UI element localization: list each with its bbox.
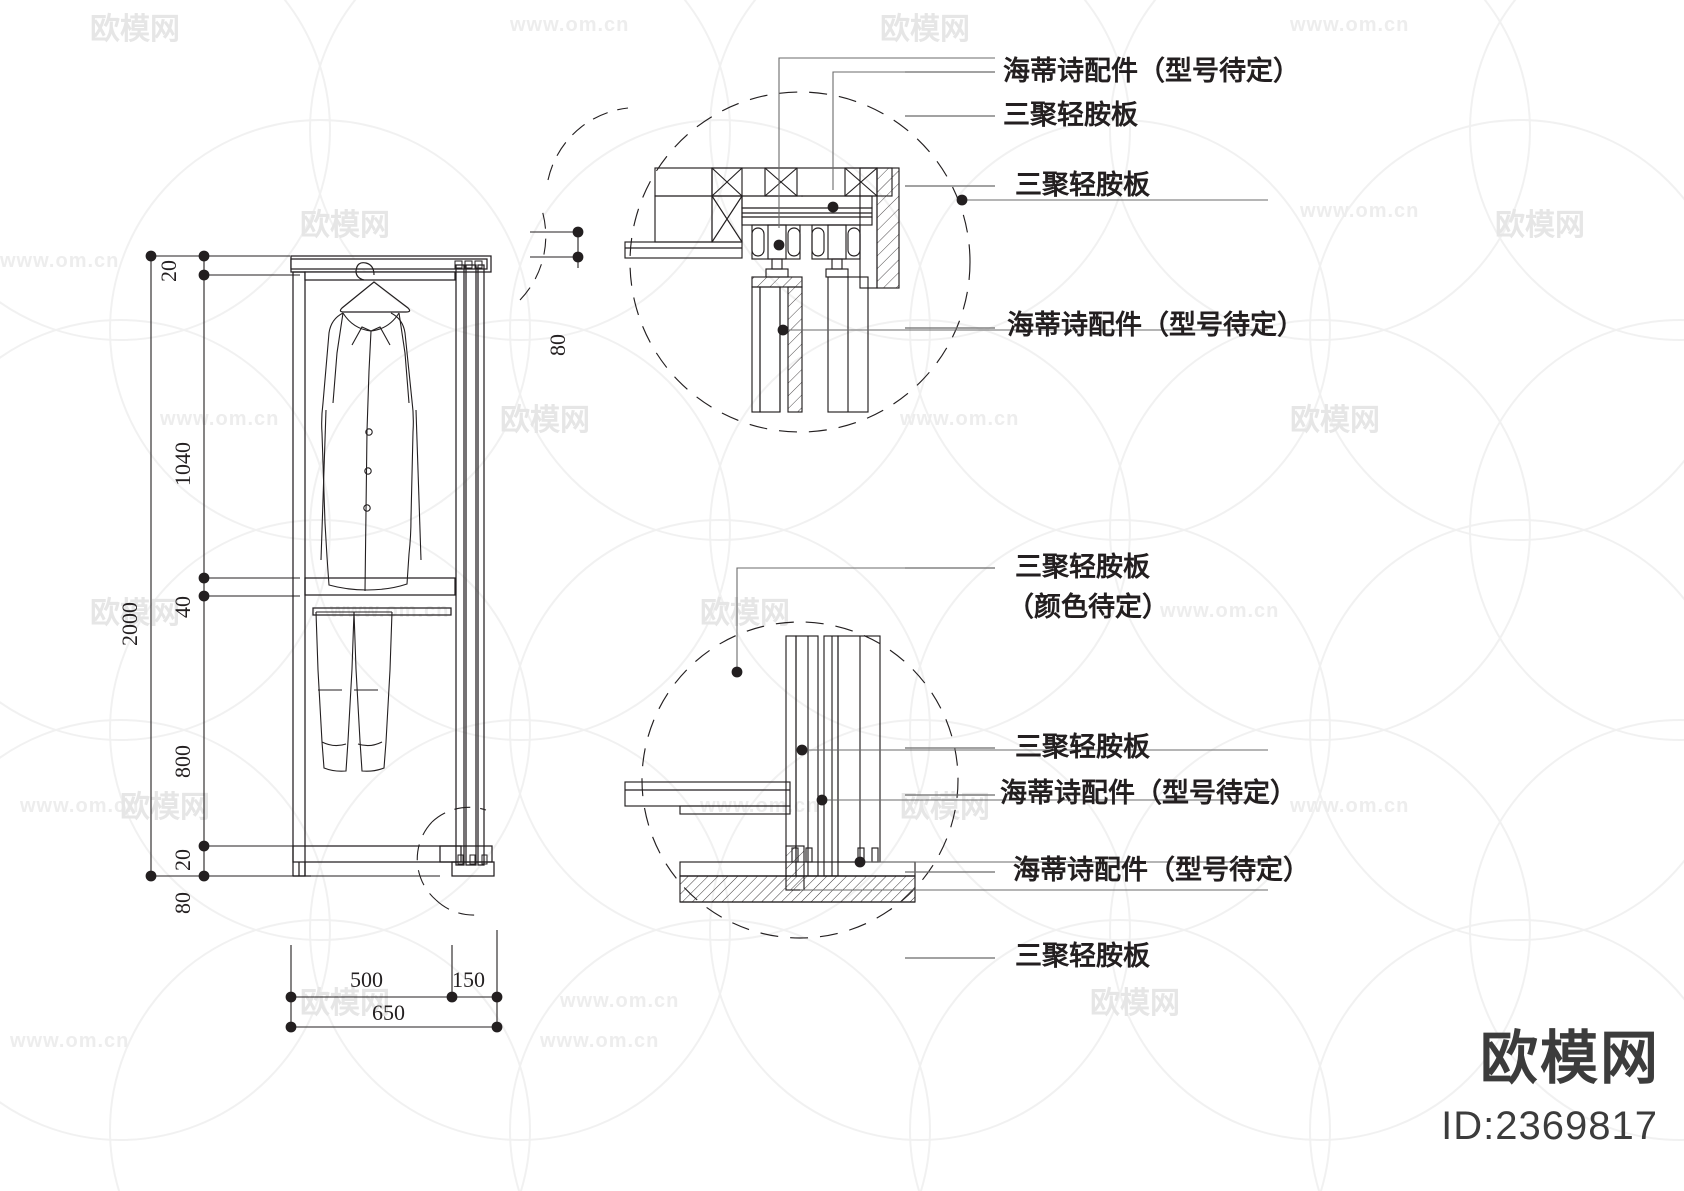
- wardrobe-elevation: [290, 255, 495, 877]
- trousers-illustration: [315, 611, 393, 772]
- dim-vertical-800: 800: [170, 745, 195, 778]
- callout-bottom-2: 三聚轻胺板: [1015, 732, 1150, 763]
- dim-horizontal-500: 500: [350, 967, 383, 992]
- bottom-roller-fittings: [457, 854, 488, 865]
- dim-vertical-1040: 1040: [170, 442, 195, 486]
- detail-bubble-top-leader: [519, 107, 629, 301]
- callout-bottom-3: 海蒂诗配件（型号待定）: [1000, 778, 1297, 809]
- callout-top-1: 海蒂诗配件（型号待定）: [1003, 56, 1300, 87]
- top-detail-dimension-80: [530, 231, 579, 268]
- site-logo: 欧模网: [1479, 1024, 1660, 1092]
- dimension-chain-vertical: [150, 255, 440, 877]
- bottom-detail-label-rules: [905, 567, 995, 959]
- clothes-hanger-icon: [339, 262, 411, 313]
- dim-vertical-80-plinth: 80: [170, 892, 195, 914]
- callout-bottom-4: 海蒂诗配件（型号待定）: [1013, 855, 1310, 886]
- dim-detail-80: 80: [545, 334, 570, 356]
- dim-horizontal-150: 150: [452, 967, 485, 992]
- dim-vertical-2000-total: 2000: [117, 602, 142, 646]
- dim-vertical-40: 40: [170, 596, 195, 618]
- bottom-detail-leaders: [736, 567, 1268, 891]
- dim-vertical-20-bottom: 20: [170, 849, 195, 871]
- callout-bottom-1-line1: 三聚轻胺板: [1015, 552, 1150, 583]
- callout-bottom-1-line2: （颜色待定）: [1007, 592, 1169, 623]
- dim-vertical-20-top: 20: [156, 260, 181, 282]
- callout-bottom-5: 三聚轻胺板: [1015, 941, 1150, 972]
- top-detail-leader-dots: [773, 194, 968, 336]
- suit-jacket-illustration: [320, 312, 422, 592]
- top-detail-geometry: [624, 167, 900, 413]
- callout-top-4: 海蒂诗配件（型号待定）: [1007, 310, 1304, 341]
- bottom-detail-leader-dots: [731, 666, 866, 868]
- dimension-tick-dots: [145, 250, 210, 882]
- callout-top-2: 三聚轻胺板: [1003, 100, 1138, 131]
- asset-id: ID:2369817: [1441, 1104, 1658, 1148]
- callout-top-3: 三聚轻胺板: [1015, 170, 1150, 201]
- dim-horizontal-650: 650: [372, 1000, 405, 1025]
